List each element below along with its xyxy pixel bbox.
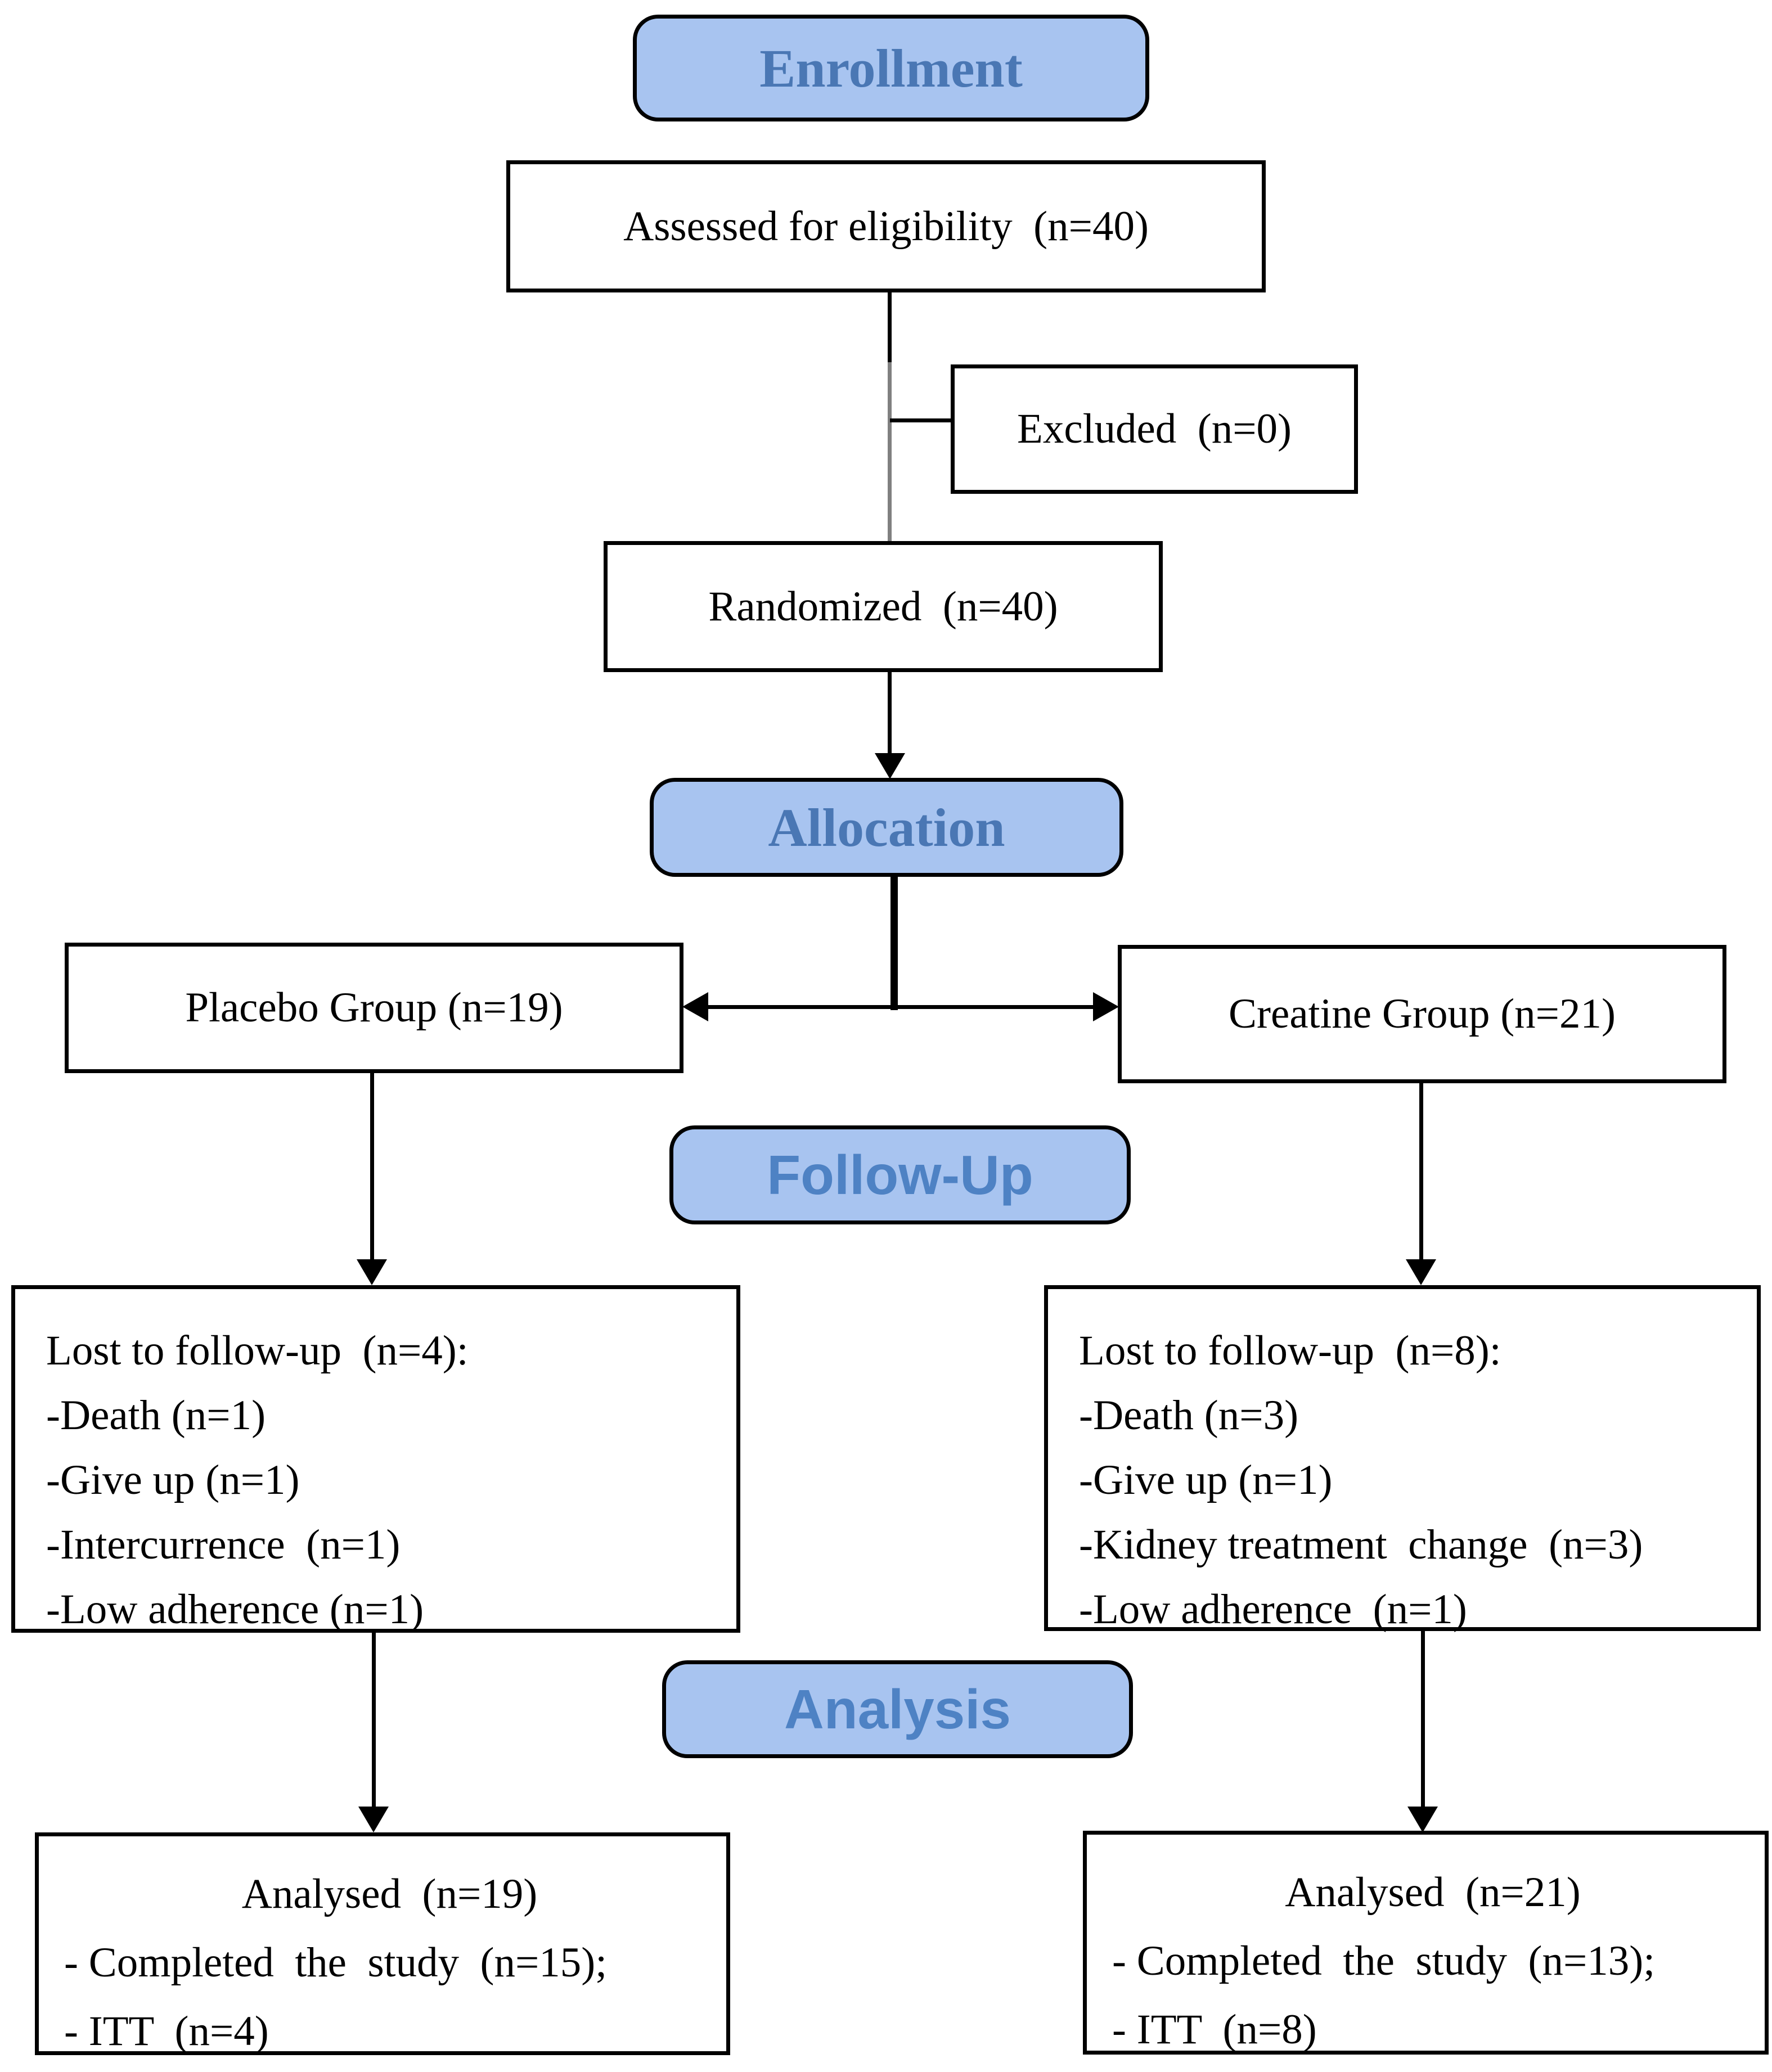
stage-allocation: Allocation [650,778,1123,877]
node-placebo-group: Placebo Group (n=19) [65,943,683,1073]
analysed-creatine-title: Analysed (n=21) [1285,1869,1581,1916]
node-assessed-label: Assessed for eligibility (n=40) [623,202,1149,250]
stage-followup: Follow-Up [669,1125,1131,1224]
lost-placebo-line: -Intercurrence (n=1) [46,1521,401,1568]
analysed-placebo-title: Analysed (n=19) [241,1871,538,1917]
node-excluded: Excluded (n=0) [951,364,1358,494]
node-placebo-label: Placebo Group (n=19) [185,984,563,1032]
stage-enrollment-label: Enrollment [759,38,1023,98]
lost-placebo-line: -Death (n=1) [46,1392,266,1439]
arrowhead-down-analysed-placebo [358,1807,389,1832]
connector-allocation-split [698,1005,1108,1009]
node-assessed-for-eligibility: Assessed for eligibility (n=40) [506,160,1266,292]
analysed-placebo-line: - ITT (n=4) [64,2008,269,2055]
connector-lost-analysed-creatine [1421,1630,1425,1808]
arrowhead-left-placebo [682,992,708,1021]
lost-placebo-line: -Give up (n=1) [46,1457,300,1503]
analysed-placebo-line: - Completed the study (n=15); [64,1939,608,1986]
connector-excluded-branch [890,418,953,422]
node-lost-followup-creatine: Lost to follow-up (n=8): -Death (n=3) -G… [1044,1285,1761,1633]
node-excluded-label: Excluded (n=0) [1017,406,1292,453]
arrowhead-down-analysed-creatine [1407,1807,1438,1832]
arrowhead-down-allocation [875,753,905,779]
analysed-creatine-line: - ITT (n=8) [1112,2006,1317,2053]
node-creatine-label: Creatine Group (n=21) [1229,990,1616,1038]
lost-creatine-line: -Death (n=3) [1079,1392,1299,1439]
connector-placebo-lost [370,1072,374,1261]
lost-placebo-line: -Low adherence (n=1) [46,1586,424,1633]
stage-allocation-label: Allocation [768,797,1005,858]
connector-lost-analysed-placebo [372,1632,376,1808]
connector-assessed-down [888,291,892,364]
connector-allocation-stem [891,875,898,1010]
connector-assessed-randomized [888,362,892,543]
lost-creatine-line: -Give up (n=1) [1079,1457,1333,1503]
stage-analysis: Analysis [662,1660,1133,1758]
arrowhead-right-creatine [1093,992,1119,1021]
lost-placebo-line: Lost to follow-up (n=4): [46,1327,469,1374]
stage-enrollment: Enrollment [633,15,1149,121]
node-lost-followup-placebo: Lost to follow-up (n=4): -Death (n=1) -G… [11,1285,740,1633]
arrowhead-down-lost-placebo [357,1259,387,1285]
node-creatine-group: Creatine Group (n=21) [1118,945,1726,1083]
node-analysed-placebo: Analysed (n=19) - Completed the study (n… [35,1832,730,2055]
stage-followup-label: Follow-Up [767,1143,1033,1206]
node-analysed-creatine: Analysed (n=21) - Completed the study (n… [1083,1831,1769,2055]
analysed-creatine-line: - Completed the study (n=13); [1112,1938,1656,1984]
stage-analysis-label: Analysis [784,1678,1011,1740]
lost-creatine-line: -Kidney treatment change (n=3) [1079,1521,1643,1568]
connector-creatine-lost [1419,1082,1423,1261]
connector-randomized-allocation [888,672,892,756]
lost-creatine-line: -Low adherence (n=1) [1079,1586,1467,1633]
node-randomized-label: Randomized (n=40) [708,583,1058,630]
node-randomized: Randomized (n=40) [604,541,1163,672]
lost-creatine-line: Lost to follow-up (n=8): [1079,1327,1501,1374]
arrowhead-down-lost-creatine [1406,1259,1436,1285]
